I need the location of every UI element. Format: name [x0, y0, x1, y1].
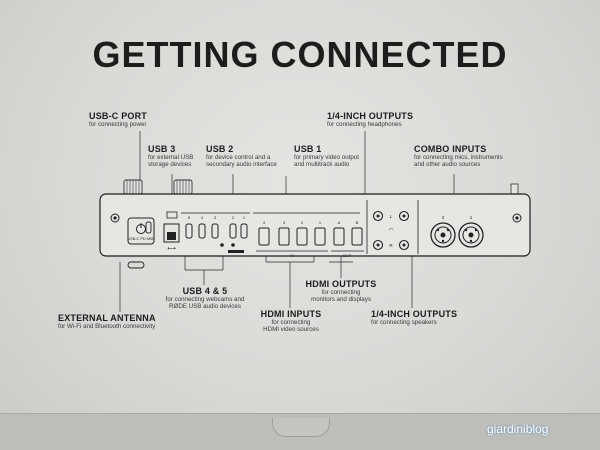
label-title: USB 1 [294, 144, 322, 154]
label-title: EXTERNAL ANTENNA [58, 313, 156, 323]
hdmi-port-number: A [338, 220, 341, 225]
hdmi-port-number: 1 [319, 220, 322, 225]
label-title: USB 3 [148, 144, 176, 154]
hdmi-out-marking: OUT [343, 253, 352, 258]
usb-port-number: 4 [201, 215, 204, 220]
label-desc: for external USB [148, 154, 194, 161]
panel-screws [110, 213, 522, 223]
label-combo-inputs: COMBO INPUTS for connecting mics, instru… [414, 144, 503, 169]
label-desc: RØDE USB audio devices [169, 303, 241, 311]
label-usb-1: USB 1 for primary video output and multi… [294, 144, 359, 169]
label-usb-2: USB 2 for device control and a secondary… [206, 144, 277, 169]
label-title: USB-C PORT [89, 111, 147, 121]
hdmi-ports: 4 3 2 1 A B IN OUT [256, 220, 364, 258]
usb-port-number: 2 [232, 215, 235, 220]
jack-letter: R [389, 243, 393, 248]
label-desc: for connecting speakers [371, 319, 437, 326]
hdmi-port-number: 3 [283, 220, 286, 225]
label-usb-4-5: USB 4 & 5 for connecting webcams and RØD… [150, 286, 260, 311]
usb-port-number: 3 [214, 215, 217, 220]
quarter-inch-jacks: L R ◠ [366, 200, 419, 254]
label-desc: and multitrack audio [294, 161, 350, 169]
page-title: GETTING CONNECTED [92, 34, 508, 75]
combo-number: 1 [470, 215, 473, 220]
hdmi-port-number: B [356, 220, 359, 225]
label-desc: for connecting [271, 319, 311, 326]
label-title: 1/4-INCH OUTPUTS [327, 111, 414, 121]
usb-port-number: 1 [243, 215, 246, 220]
label-usb-c-port: USB-C PORT for connecting power [89, 111, 147, 128]
label-title: HDMI INPUTS [260, 309, 322, 319]
hdmi-port-number: 2 [301, 220, 304, 225]
ethernet-port: ⟷ [163, 211, 180, 252]
label-desc: monitors and displays [311, 296, 371, 304]
label-usb-3: USB 3 for external USB storage devices [148, 144, 193, 169]
label-desc: HDMI video sources [263, 326, 319, 334]
label-hdmi-outputs: HDMI OUTPUTS for connecting monitors and… [296, 279, 386, 304]
label-headphone-outputs: 1/4-INCH OUTPUTS for connecting headphon… [327, 111, 413, 128]
label-title: 1/4-INCH OUTPUTS [371, 309, 458, 319]
box-tab [272, 418, 330, 437]
watermark-text: giardiniblog [487, 422, 549, 436]
usb-pd-marking: USB-C PD 65W [127, 237, 154, 241]
label-title: USB 2 [206, 144, 234, 154]
label-title: USB 4 & 5 [182, 286, 228, 296]
label-desc: for device control and a [206, 154, 271, 161]
label-desc: and other audio sources [414, 161, 481, 169]
label-desc: for connecting [321, 289, 361, 296]
power-block: USB-C PD 65W [127, 217, 155, 245]
label-desc: for connecting headphones [327, 121, 402, 128]
hdmi-port-number: 4 [263, 220, 266, 225]
usb-port-number: 5 [188, 215, 191, 220]
svg-text:◠: ◠ [388, 227, 393, 234]
combo-inputs: 2 1 [430, 215, 484, 248]
label-external-antenna: EXTERNAL ANTENNA for Wi-Fi and Bluetooth… [58, 313, 156, 330]
label-desc: for connecting webcams and [165, 296, 245, 303]
label-desc: for connecting power [89, 121, 147, 128]
label-desc: for connecting mics, instruments [414, 154, 503, 161]
usb-ports: 5 4 3 2 1 [185, 215, 248, 253]
panel-outline [99, 193, 531, 257]
label-speaker-outputs: 1/4-INCH OUTPUTS for connecting speakers [371, 309, 457, 326]
jack-letter: L [390, 214, 393, 219]
label-title: COMBO INPUTS [414, 144, 487, 154]
hdmi-in-marking: IN [290, 253, 294, 258]
label-hdmi-inputs: HDMI INPUTS for connecting HDMI video so… [250, 309, 332, 334]
label-desc: secondary audio interface [206, 161, 277, 169]
antenna-port [127, 261, 145, 269]
svg-text:⟷: ⟷ [167, 245, 176, 252]
label-title: HDMI OUTPUTS [305, 279, 377, 289]
combo-number: 2 [442, 215, 445, 220]
top-knobs [123, 179, 519, 195]
label-desc: for primary video output [294, 154, 359, 161]
label-desc: storage devices [148, 161, 192, 169]
label-desc: for Wi-Fi and Bluetooth connectivity [58, 323, 156, 330]
